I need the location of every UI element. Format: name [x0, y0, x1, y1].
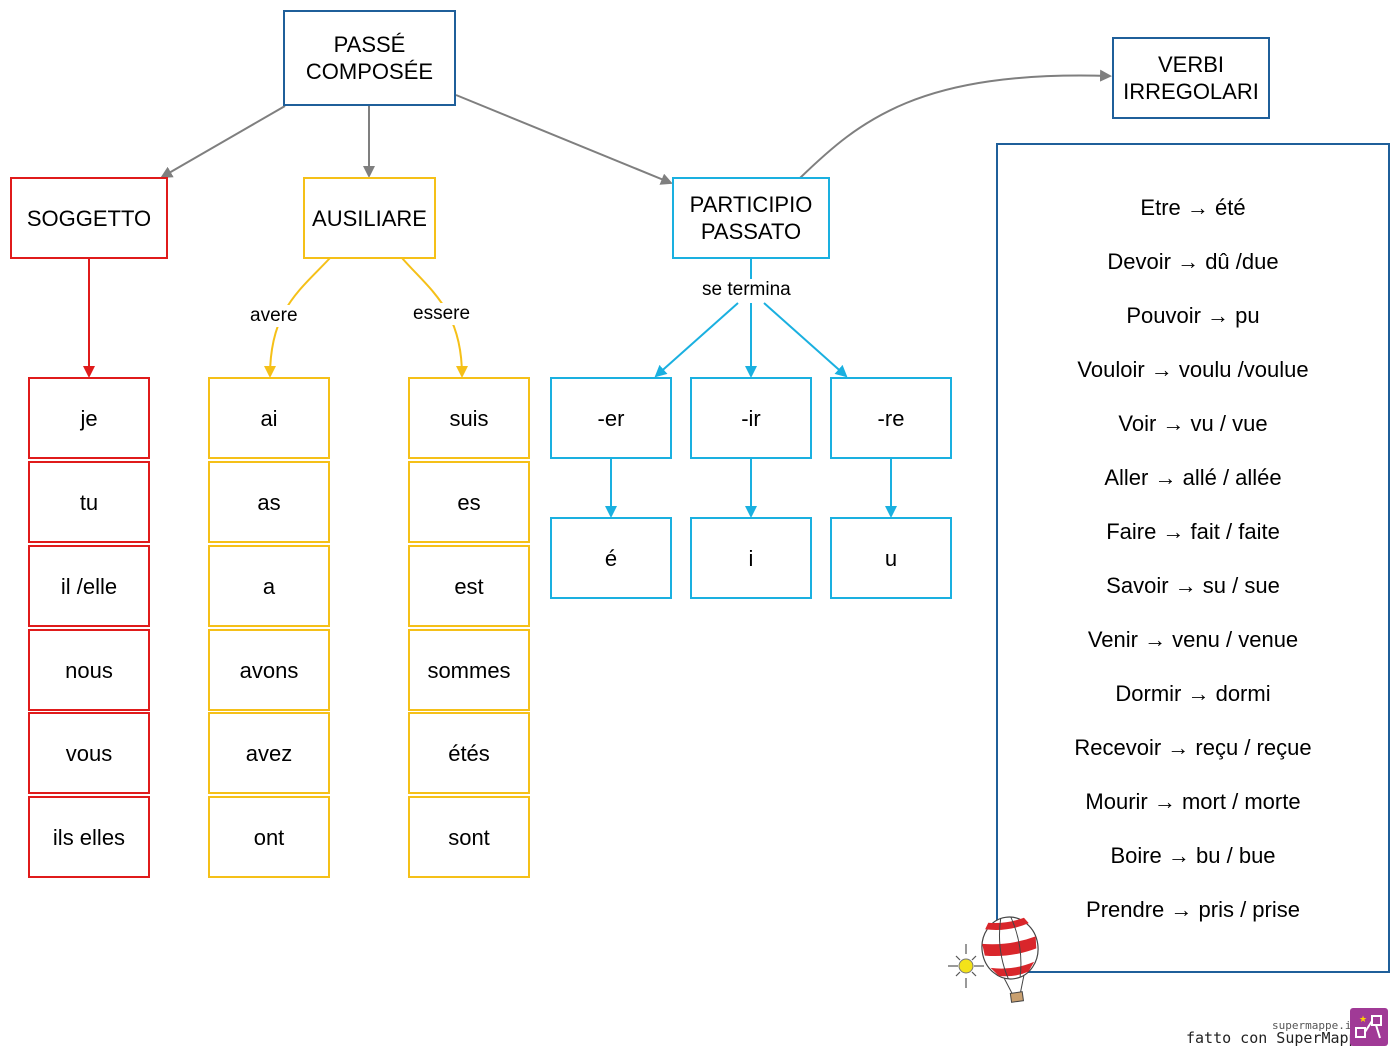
irregular-verb-item: Voir → vu / vue: [1118, 411, 1268, 436]
ending-ir[interactable]: -ir: [690, 377, 812, 459]
irregolari-node[interactable]: VERBI IRREGOLARI: [1112, 37, 1270, 119]
soggetto-node[interactable]: SOGGETTO: [10, 177, 168, 259]
edge-participio-er: [654, 302, 739, 378]
essere-item[interactable]: sommes: [408, 629, 530, 711]
edge-ausiliare-avere: [264, 257, 331, 378]
irregular-verb-item: Dormir → dormi: [1115, 681, 1271, 706]
essere-item[interactable]: est: [408, 545, 530, 627]
irregular-verbs-panel: Etre → été Devoir → dû /due Pouvoir → pu…: [996, 143, 1390, 973]
avere-item[interactable]: as: [208, 461, 330, 543]
avere-item[interactable]: avez: [208, 712, 330, 794]
footer-site[interactable]: supermappe.it: [1272, 1019, 1359, 1032]
irregular-verb-item: Vouloir → voulu /voulue: [1077, 357, 1309, 382]
hot-air-balloon-icon: [948, 916, 1039, 1003]
avere-edge-label: avere: [248, 305, 300, 327]
irregular-verb-item: Savoir → su / sue: [1106, 573, 1280, 598]
ausiliare-node[interactable]: AUSILIARE: [303, 177, 436, 259]
edge-participio-re: [763, 302, 848, 378]
supermappe-logo-icon[interactable]: ★: [1350, 1008, 1388, 1046]
irregular-verb-item: Prendre → pris / prise: [1086, 897, 1300, 922]
soggetto-item[interactable]: ils elles: [28, 796, 150, 878]
irregular-verb-item: Pouvoir → pu: [1126, 303, 1260, 328]
se-termina-edge-label: se termina: [700, 279, 793, 301]
soggetto-item[interactable]: nous: [28, 629, 150, 711]
essere-edge-label: essere: [411, 303, 473, 325]
irregular-verb-item: Aller → allé / allée: [1104, 465, 1282, 490]
irregular-verb-item: Venir → venu / venue: [1087, 627, 1299, 652]
edge-root-participio: [455, 94, 673, 185]
result-e[interactable]: é: [550, 517, 672, 599]
edge-participio-irregolari: [799, 69, 1112, 179]
avere-item[interactable]: ai: [208, 377, 330, 459]
irregular-verb-item: Devoir → dû /due: [1107, 249, 1279, 274]
soggetto-item[interactable]: je: [28, 377, 150, 459]
avere-item[interactable]: ont: [208, 796, 330, 878]
root-node[interactable]: PASSÉ COMPOSÉE: [283, 10, 456, 106]
essere-item[interactable]: es: [408, 461, 530, 543]
avere-item[interactable]: avons: [208, 629, 330, 711]
svg-text:★: ★: [1359, 1015, 1367, 1025]
soggetto-item[interactable]: tu: [28, 461, 150, 543]
essere-item[interactable]: suis: [408, 377, 530, 459]
soggetto-item[interactable]: vous: [28, 712, 150, 794]
avere-item[interactable]: a: [208, 545, 330, 627]
essere-item[interactable]: sont: [408, 796, 530, 878]
essere-item[interactable]: étés: [408, 712, 530, 794]
irregular-verbs-list: Etre → été Devoir → dû /due Pouvoir → pu…: [998, 193, 1388, 949]
irregular-verb-item: Boire → bu / bue: [1110, 843, 1276, 868]
irregular-verb-item: Etre → été: [1140, 195, 1246, 220]
footer-made-with: fatto con SuperMappe: [1186, 1029, 1367, 1047]
ending-er[interactable]: -er: [550, 377, 672, 459]
participio-node[interactable]: PARTICIPIO PASSATO: [672, 177, 830, 259]
irregular-verb-item: Recevoir → reçu / reçue: [1074, 735, 1312, 760]
edge-root-soggetto: [160, 105, 286, 178]
irregular-verb-item: Mourir → mort / morte: [1085, 789, 1301, 814]
ending-re[interactable]: -re: [830, 377, 952, 459]
result-i[interactable]: i: [690, 517, 812, 599]
soggetto-item[interactable]: il /elle: [28, 545, 150, 627]
result-u[interactable]: u: [830, 517, 952, 599]
irregular-verb-item: Faire → fait / faite: [1106, 519, 1280, 544]
